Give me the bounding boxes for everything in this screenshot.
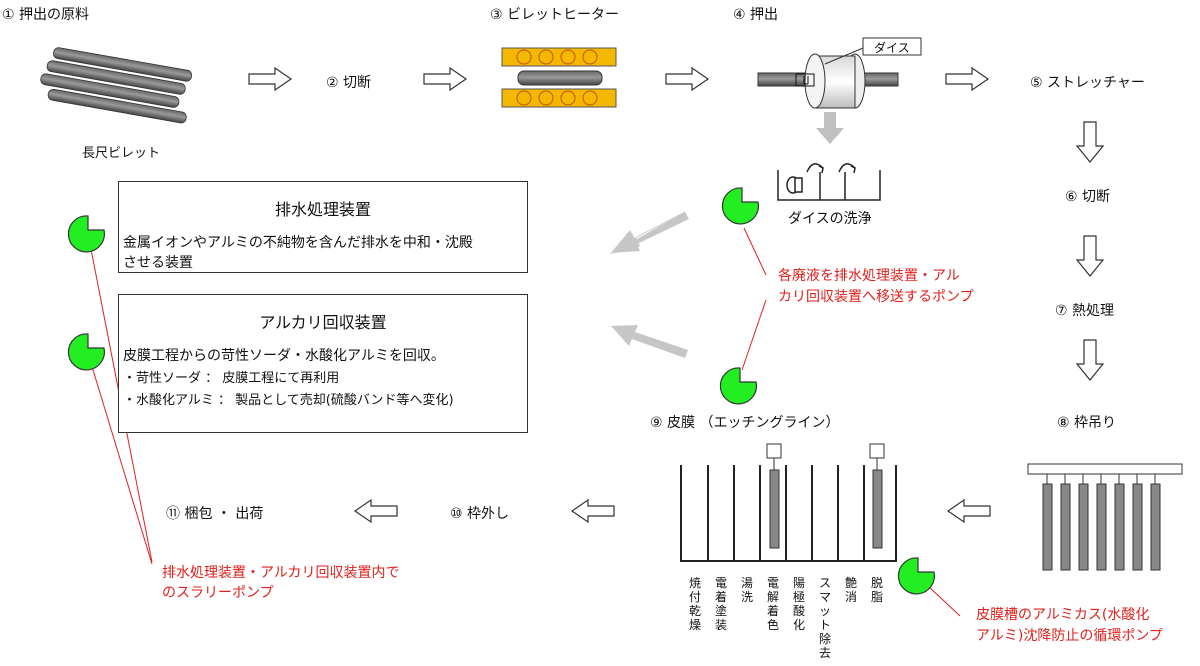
step-3-label: ③ ビレットヒーター <box>490 7 620 23</box>
tank-label: 電着塗装 <box>714 576 727 632</box>
tank-label: 艶消 <box>844 576 857 604</box>
hanging-profile-icon <box>766 443 885 549</box>
step-8-label: ⑧ 枠吊り <box>1057 415 1117 431</box>
alkali-title: アルカリ回収装置 <box>259 313 387 332</box>
tank-label: 脱脂 <box>870 576 883 604</box>
wastewater-treatment-box: 排水処理装置 金属イオンやアルミの不純物を含んだ排水を中和・沈殿 させる装置 <box>118 181 528 273</box>
tank-label: 焼付乾燥 <box>688 576 701 632</box>
die-wash-label: ダイスの洗浄 <box>788 211 872 227</box>
flow-arrow-icon <box>353 498 991 524</box>
die-label: ダイス <box>874 41 910 55</box>
step-10-label: ⑩ 枠外し <box>450 506 510 522</box>
slurry-pump-note: 排水処理装置・アルカリ回収装置内で <box>162 565 400 581</box>
alkali-recovery-box: アルカリ回収装置 皮膜工程からの苛性ソーダ・水酸化アルミを回収。 ・苛性ソーダ … <box>118 294 528 433</box>
step-2-label: ② 切断 <box>326 75 372 91</box>
circulation-pump-note: 皮膜槽のアルミカス(水酸化 <box>976 607 1150 623</box>
alkali-desc-line: ・苛性ソーダ ： 皮膜工程にて再利用 <box>123 371 340 386</box>
slurry-pump-note: のスラリーポンプ <box>162 585 274 601</box>
wastewater-title: 排水処理装置 <box>274 200 371 219</box>
extrusion-press-icon <box>757 37 922 109</box>
step-7-label: ⑦ 熱処理 <box>1055 303 1115 319</box>
flow-arrow-icon <box>816 112 844 144</box>
long-billet-icon <box>40 47 193 124</box>
tank-label: スマット除去 <box>818 576 831 660</box>
alkali-desc-line: 皮膜工程からの苛性ソーダ・水酸化アルミを回収。 <box>123 348 445 364</box>
step-11-label: ⑪ 梱包 ・ 出荷 <box>166 506 264 522</box>
circulation-pump-note: アルミ)沈降防止の循環ポンプ <box>976 628 1163 644</box>
tank-label: 湯洗 <box>740 576 753 604</box>
flow-arrow-icon <box>610 212 689 358</box>
flow-arrow-icon <box>248 66 990 92</box>
frame-hanging-icon <box>1027 463 1183 571</box>
die-wash-tank-icon <box>777 163 881 201</box>
transfer-pump-note: カリ回収装置へ移送するポンプ <box>778 289 974 305</box>
step-5-label: ⑤ ストレッチャー <box>1030 75 1145 91</box>
tank-label: 陽極酸化 <box>792 576 805 632</box>
alkali-desc-line: ・水酸化アルミ ： 製品として売却(硫酸バンド等へ変化) <box>123 393 454 408</box>
flow-arrow-icon <box>1075 121 1105 381</box>
pump-icon <box>67 187 936 595</box>
wastewater-desc-line: させる装置 <box>123 255 193 271</box>
tank-label: 電解着色 <box>766 576 779 632</box>
long-billet-label: 長尺ビレット <box>82 146 161 161</box>
step-6-label: ⑥ 切断 <box>1065 189 1111 205</box>
billet-heater-icon <box>501 47 617 108</box>
step-9-label: ⑨ 皮膜 （エッチングライン） <box>650 415 840 431</box>
etching-line-tanks-icon <box>680 465 897 562</box>
transfer-pump-note: 各廃液を排水処理装置・アル <box>778 268 960 284</box>
step-1-label: ① 押出の原料 <box>2 7 90 23</box>
step-4-label: ④ 押出 <box>733 7 779 23</box>
wastewater-desc-line: 金属イオンやアルミの不純物を含んだ排水を中和・沈殿 <box>123 235 473 251</box>
